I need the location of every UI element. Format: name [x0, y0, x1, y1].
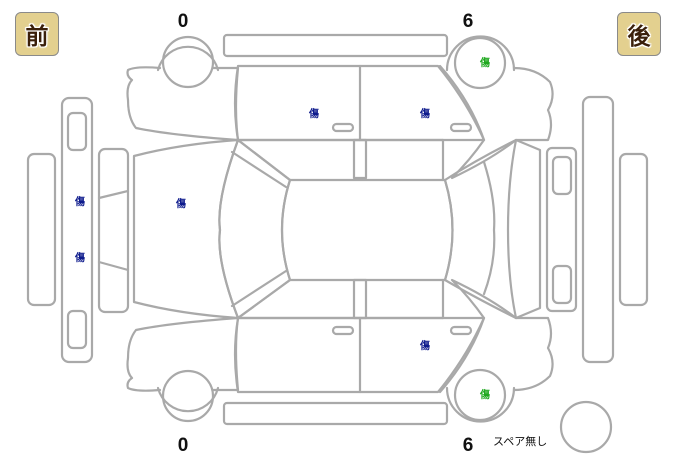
- front-a-pillar-bottom: [230, 269, 288, 308]
- bottom-rear-wheel-arch: [445, 386, 516, 423]
- damage-mark-front-bumper-lower[interactable]: 傷: [75, 253, 85, 264]
- damage-mark-front-bumper-upper[interactable]: 傷: [75, 197, 85, 208]
- trunk[interactable]: [482, 160, 496, 296]
- bottom-front-wheel[interactable]: [161, 369, 215, 423]
- top-rear-wheel-arch: [445, 35, 516, 72]
- top-front-wheel[interactable]: [161, 35, 215, 89]
- front-bumper-lower-light[interactable]: [66, 309, 88, 350]
- bottom-side-skirt[interactable]: [222, 401, 449, 426]
- bottom-front-wheel-arch: [156, 386, 220, 413]
- bottom-front-door-handle[interactable]: [331, 325, 355, 336]
- rear-tail-upper-light[interactable]: [551, 155, 573, 196]
- roof[interactable]: [280, 178, 454, 282]
- right-windows: [236, 278, 292, 320]
- front-panel-outer[interactable]: [26, 152, 57, 307]
- top-front-door[interactable]: [233, 64, 362, 142]
- rear-windshield[interactable]: [443, 138, 518, 320]
- front-bumper[interactable]: [60, 96, 94, 364]
- front-grille[interactable]: [97, 147, 130, 314]
- top-rear-wheel[interactable]: [453, 36, 507, 90]
- top-b-pillar: [352, 138, 368, 180]
- top-rear-door-handle[interactable]: [449, 122, 473, 133]
- tread-rear-top: 6: [462, 11, 474, 32]
- damage-mark-top-front-door[interactable]: 傷: [309, 109, 319, 120]
- damage-mark-bottom-rear-door[interactable]: 傷: [420, 341, 430, 352]
- damage-mark-bottom-rear-wheel[interactable]: 傷: [480, 390, 490, 401]
- bottom-rear-wheel[interactable]: [453, 368, 507, 422]
- spare-tire-label: スペア無し: [493, 435, 548, 448]
- bottom-front-door[interactable]: [233, 316, 362, 394]
- rear-tail-frame[interactable]: [545, 146, 578, 313]
- front-a-pillar-top: [230, 150, 288, 189]
- bottom-rear-door-handle[interactable]: [449, 325, 473, 336]
- front-badge: 前: [15, 12, 59, 56]
- top-side-skirt[interactable]: [222, 33, 449, 58]
- rear-bumper[interactable]: [581, 95, 615, 364]
- rear-badge: 後: [617, 12, 661, 56]
- damage-mark-hood[interactable]: 傷: [176, 199, 186, 210]
- front-bumper-upper-light[interactable]: [66, 111, 88, 152]
- top-front-wheel-arch: [156, 45, 220, 72]
- front-grille-upper-split: [97, 189, 130, 200]
- front-grille-lower-split: [97, 260, 130, 272]
- top-front-door-handle[interactable]: [331, 122, 355, 133]
- bottom-b-pillar: [352, 278, 368, 320]
- rear-panel-outer[interactable]: [618, 152, 649, 307]
- rear-tail-lower-light[interactable]: [551, 264, 573, 305]
- damage-mark-top-rear-wheel[interactable]: 傷: [480, 58, 490, 69]
- tread-rear-bottom: 6: [462, 435, 474, 456]
- tread-front-top: 0: [177, 11, 189, 32]
- damage-mark-top-rear-door[interactable]: 傷: [420, 109, 430, 120]
- tread-front-bottom: 0: [177, 435, 189, 456]
- trunk-lid[interactable]: [514, 138, 542, 320]
- left-windows: [236, 138, 292, 182]
- hood[interactable]: [132, 138, 240, 320]
- spare-tire-circle[interactable]: [559, 400, 613, 454]
